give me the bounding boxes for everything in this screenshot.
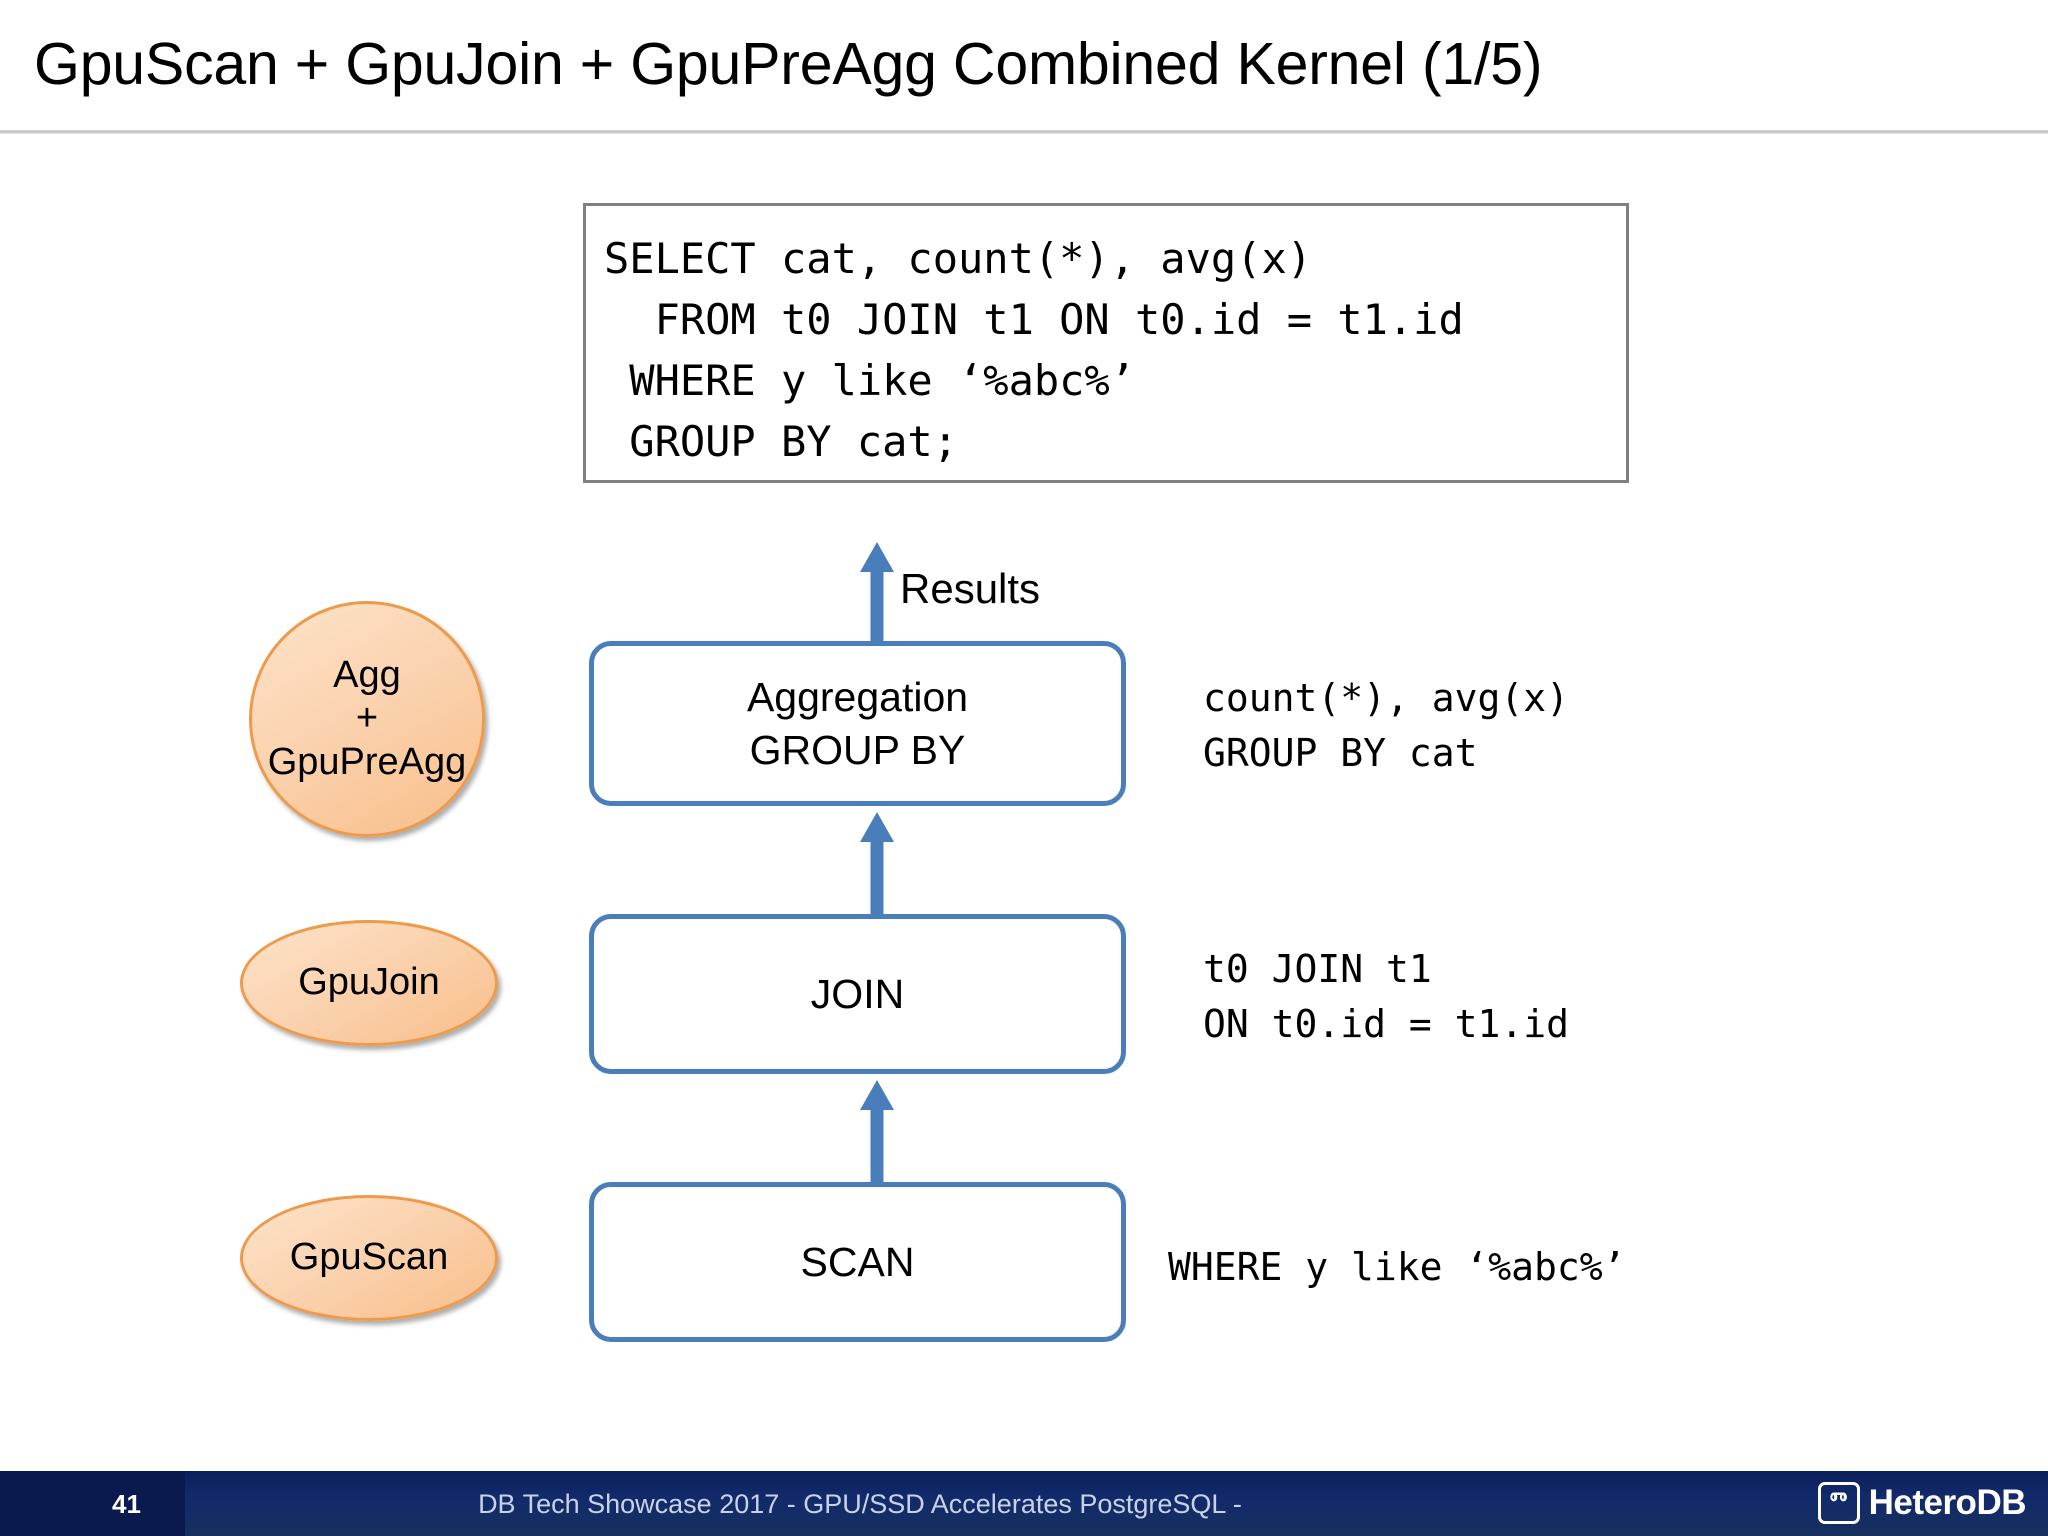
footer-page-block xyxy=(0,1471,185,1536)
node-join-label: JOIN xyxy=(810,970,905,1017)
results-label: Results xyxy=(900,565,1041,612)
arrow-scan-to-join-icon xyxy=(857,1080,897,1184)
annotation-join: t0 JOIN t1 ON t0.id = t1.id xyxy=(1203,947,1570,1046)
page-title: GpuScan + GpuJoin + GpuPreAgg Combined K… xyxy=(34,31,1543,97)
badge-gpuscan-label: GpuScan xyxy=(289,1236,449,1279)
node-scan[interactable]: SCAN xyxy=(589,1182,1126,1342)
badge-agg-gpupreagg: Agg + GpuPreAgg xyxy=(249,601,485,837)
footer-caption: DB Tech Showcase 2017 - GPU/SSD Accelera… xyxy=(478,1489,1242,1519)
heterodb-logo-text: HeteroDB xyxy=(1868,1483,2027,1522)
badge-gpuscan: GpuScan xyxy=(240,1195,498,1321)
page-number: 41 xyxy=(112,1489,141,1519)
node-scan-label: SCAN xyxy=(800,1238,915,1285)
results-arrow-icon xyxy=(857,542,897,642)
node-join[interactable]: JOIN xyxy=(589,914,1126,1074)
badge-gpujoin-label: GpuJoin xyxy=(298,961,440,1004)
heterodb-logo: ⱅ HeteroDB xyxy=(1817,1479,2027,1527)
node-aggregation-line-1: Aggregation xyxy=(746,674,969,721)
slide-footer: 41 DB Tech Showcase 2017 - GPU/SSD Accel… xyxy=(0,1471,2048,1536)
node-aggregation[interactable]: Aggregation GROUP BY xyxy=(589,641,1126,806)
badge-agg-line-1: Agg xyxy=(333,654,401,697)
node-aggregation-line-2: GROUP BY xyxy=(749,726,966,773)
sql-line-groupby: GROUP BY cat; xyxy=(604,417,959,466)
annotation-scan: WHERE y like ‘%abc%’ xyxy=(1168,1245,1626,1289)
sql-line-from: FROM t0 JOIN t1 ON t0.id = t1.id xyxy=(604,295,1464,344)
annotation-aggregation: count(*), avg(x) GROUP BY cat xyxy=(1203,676,1570,775)
sql-line-select: SELECT cat, count(*), avg(x) xyxy=(604,234,1313,283)
badge-agg-line-2: + xyxy=(355,697,379,740)
arrow-join-to-aggregation-icon xyxy=(857,812,897,916)
heterodb-logo-mark-icon: ⱅ xyxy=(1817,1482,1860,1524)
sql-line-where: WHERE y like ‘%abc%’ xyxy=(604,356,1136,405)
title-divider xyxy=(0,130,2048,134)
badge-gpujoin: GpuJoin xyxy=(240,920,498,1046)
badge-agg-line-3: GpuPreAgg xyxy=(267,740,467,783)
sql-query-box: SELECT cat, count(*), avg(x) FROM t0 JOI… xyxy=(583,203,1629,483)
